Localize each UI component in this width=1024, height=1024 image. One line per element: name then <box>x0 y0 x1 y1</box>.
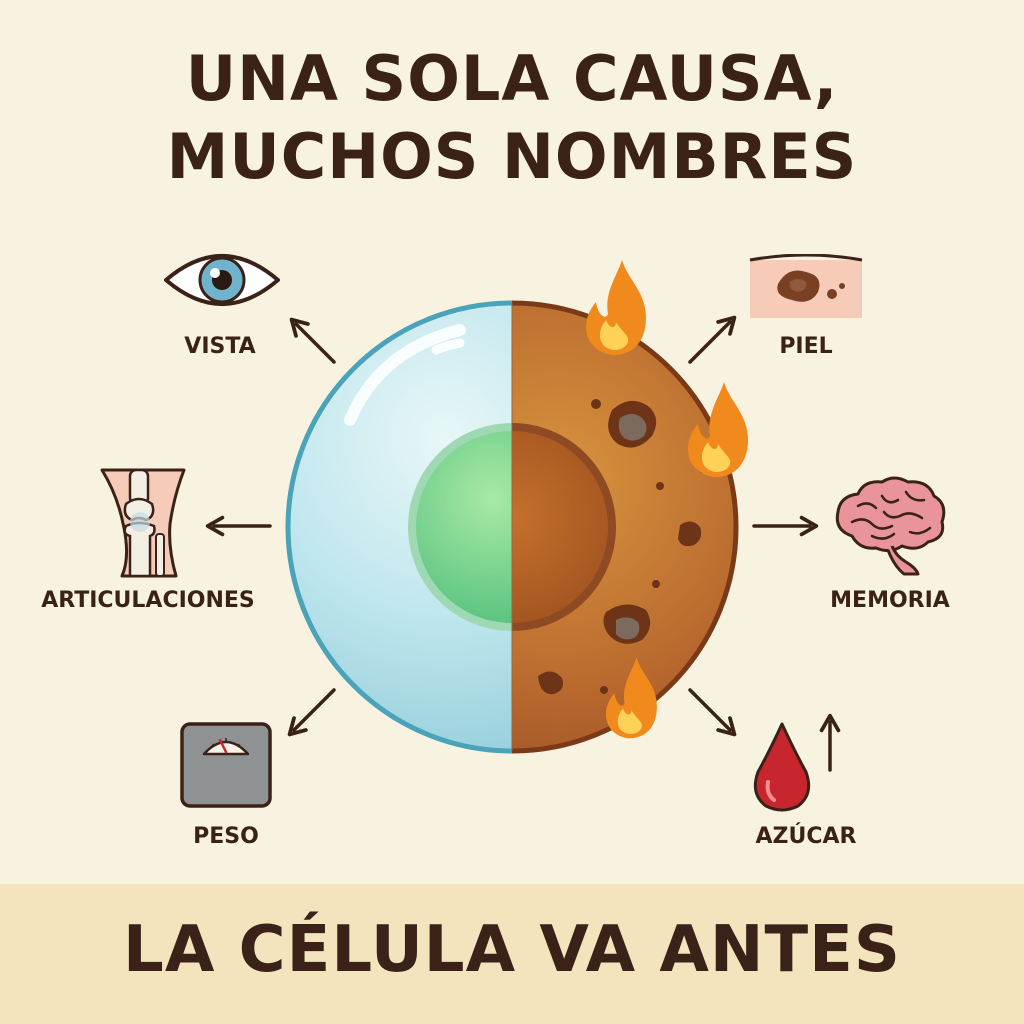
healthy-cell-half <box>285 300 512 754</box>
label-articulaciones: ARTICULACIONES <box>41 588 255 613</box>
damaged-cell-half <box>512 300 739 754</box>
flame-icon-bottom <box>605 657 657 739</box>
arrow-vista <box>289 317 336 364</box>
blood-drop-icon <box>753 722 811 812</box>
eye-icon <box>164 254 280 306</box>
flame-icon-top <box>586 260 646 356</box>
arrow-piel <box>688 315 737 364</box>
knee-joint-icon <box>100 468 186 578</box>
title-line-2: MUCHOS NOMBRES <box>166 120 858 193</box>
arrow-peso <box>287 688 336 737</box>
label-azucar: AZÚCAR <box>755 824 857 849</box>
footer-band <box>0 884 1024 1024</box>
label-peso: PESO <box>193 824 259 849</box>
scale-icon <box>180 722 272 808</box>
flame-icon-right <box>688 382 748 478</box>
title-line-1: UNA SOLA CAUSA, <box>185 42 839 115</box>
label-piel: PIEL <box>779 334 833 359</box>
arrow-azucar <box>688 688 737 737</box>
label-vista: VISTA <box>184 334 256 359</box>
skin-spot-icon <box>749 254 863 318</box>
footer-text: LA CÉLULA VA ANTES <box>123 913 901 987</box>
arrows <box>205 315 841 772</box>
label-memoria: MEMORIA <box>830 588 950 613</box>
brain-icon <box>835 476 946 576</box>
